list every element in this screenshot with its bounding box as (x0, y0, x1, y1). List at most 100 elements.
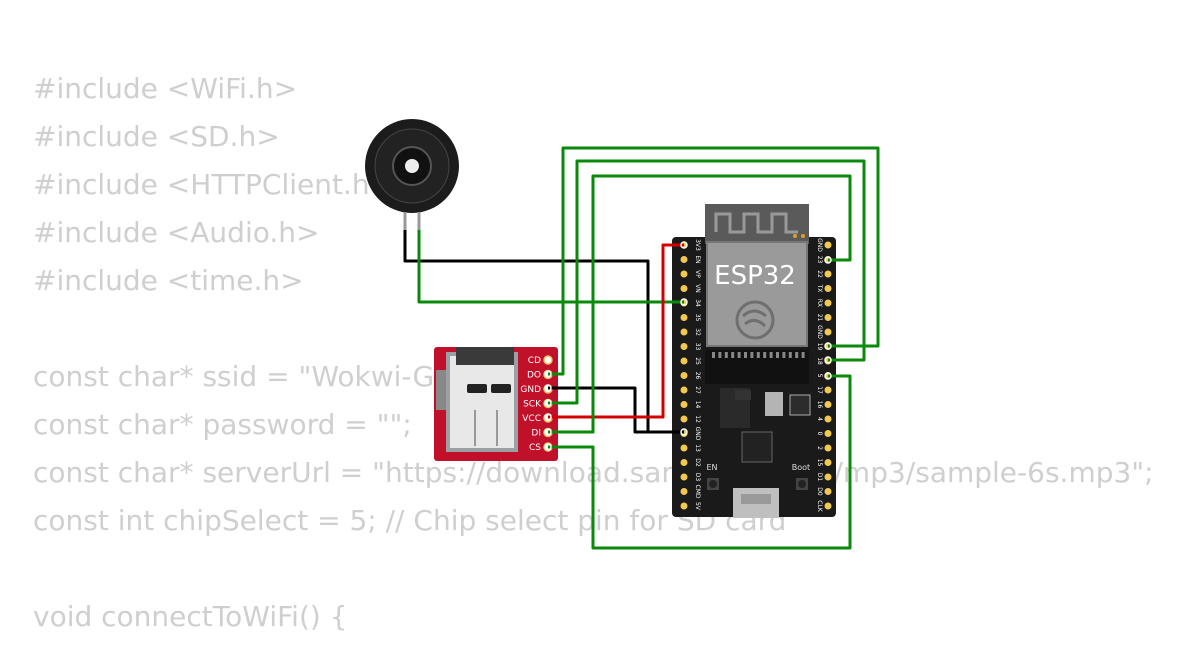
esp32-pin-left[interactable] (680, 372, 688, 379)
code-line: #include <HTTPClient.h> (33, 168, 394, 201)
wire-endpoint (824, 256, 832, 264)
esp32-pin-label: 5V (694, 502, 701, 511)
esp32-pin-label: VP (694, 270, 701, 278)
esp32-pin-right[interactable] (824, 328, 832, 336)
esp32-pin-label: 12 (694, 415, 701, 423)
esp32-pin-label: D2 (694, 458, 701, 467)
esp32-pin-right[interactable] (824, 459, 832, 466)
esp32-pin-right[interactable] (824, 473, 832, 481)
sd-pin-label: VCC (522, 414, 541, 424)
esp32-pin-right[interactable] (824, 488, 832, 495)
sd-pin-label: CS (529, 443, 541, 453)
esp32-pin-left[interactable] (680, 314, 688, 321)
esp32-pin-left[interactable] (680, 488, 688, 495)
esp32-pin-right[interactable] (824, 285, 832, 292)
esp32-pin-label: 17 (816, 386, 823, 394)
wire-endpoint (680, 428, 688, 436)
esp32-pin-label: EN (694, 255, 701, 263)
esp32-pin-label: D3 (694, 473, 701, 482)
esp32-pin-left[interactable] (680, 270, 688, 278)
code-line: const char* password = ""; (33, 408, 412, 441)
esp32-pin-left[interactable] (680, 357, 688, 365)
esp32-pin-label: 21 (816, 314, 823, 322)
esp32-pin-label: 15 (816, 459, 823, 467)
sd-pin[interactable] (543, 355, 553, 365)
esp32-pin-left[interactable] (680, 328, 688, 336)
esp32-pin-right[interactable] (824, 444, 832, 452)
buzzer[interactable] (365, 119, 459, 232)
esp32-pin-right[interactable] (824, 401, 832, 408)
esp32-pin-right[interactable] (824, 502, 832, 510)
esp32-pin-label: 27 (694, 386, 701, 394)
esp32-pin-label: GND (816, 238, 823, 252)
esp32-pin-right[interactable] (824, 386, 832, 394)
esp32-pin-left[interactable] (680, 473, 688, 481)
espressif-logo-icon (735, 300, 775, 340)
sd-pin-label: SCK (523, 400, 542, 410)
wire-endpoint (544, 370, 552, 378)
code-line: #include <WiFi.h> (33, 72, 298, 105)
esp32-pin-right[interactable] (824, 299, 832, 307)
wire-endpoint (544, 413, 552, 421)
code-editor-text: #include <WiFi.h> #include <SD.h> #include… (33, 70, 1154, 646)
esp32-pin-right[interactable] (824, 270, 832, 278)
esp32-pin-label: 14 (694, 401, 701, 409)
esp32-pin-label: TX (816, 284, 823, 293)
code-line: #include <Audio.h> (33, 216, 320, 249)
wire-endpoint (824, 356, 832, 364)
sd-pin-label: DO (527, 371, 541, 381)
wire-endpoint (544, 399, 552, 407)
esp32-pin-right[interactable] (824, 241, 832, 249)
esp32-pin-label: 16 (816, 401, 823, 409)
esp32-pin-left[interactable] (680, 502, 688, 510)
esp32-pin-left[interactable] (680, 256, 688, 263)
wire-sd-cs (548, 374, 852, 550)
esp32-pin-label: D1 (816, 473, 823, 482)
wire-endpoint (680, 298, 688, 306)
esp32-pin-label: CMD (694, 485, 701, 499)
esp32-pin-label: D0 (816, 487, 823, 496)
esp32-pin-right[interactable] (824, 415, 832, 423)
esp32-pins: 3V3ENVPVN343532332526271412GND13D2D3CMD5… (680, 238, 832, 513)
sd-pin-label: DI (531, 429, 541, 439)
esp32-pin-label: VN (694, 284, 701, 293)
esp32-chip-label: ESP32 (714, 261, 796, 291)
esp32-pin-label: GND (816, 325, 823, 339)
wire-buzzer-signal (417, 230, 684, 304)
esp32-pin-left[interactable] (680, 386, 688, 394)
esp32-pin-right[interactable] (824, 314, 832, 321)
en-button-label: EN (706, 463, 717, 472)
code-line: #include <SD.h> (33, 120, 280, 153)
wire-sd-do (548, 146, 880, 376)
code-line: const int chipSelect = 5; // Chip select… (33, 504, 787, 537)
sd-card-module[interactable]: CD DO GND SCK VCC DI CS (434, 347, 558, 461)
esp32-pin-label: 4 (816, 417, 823, 421)
wire-endpoint (824, 372, 832, 380)
esp32-pin-label: 0 (816, 432, 823, 436)
esp32-pin-label: 35 (694, 314, 701, 322)
esp32-pin-left[interactable] (680, 444, 688, 452)
esp32-pin-label: 5 (816, 374, 823, 378)
sd-pin-label: GND (520, 385, 541, 395)
esp32-pin-label: 34 (694, 299, 701, 307)
esp32-pin-label: 13 (694, 444, 701, 452)
sd-pin-label: CD (528, 356, 541, 366)
esp32-pin-label: CLK (816, 500, 823, 513)
esp32-pin-left[interactable] (680, 459, 688, 466)
wire-endpoint (544, 443, 552, 451)
esp32-pin-left[interactable] (680, 401, 688, 408)
esp32-pin-right[interactable] (824, 430, 832, 437)
esp32-pin-label: 18 (816, 357, 823, 365)
code-line: #include <time.h> (33, 264, 304, 297)
esp32-pin-label: RX (816, 299, 823, 307)
esp32-pin-label: 32 (694, 328, 701, 336)
esp32-pin-label: 33 (694, 343, 701, 351)
esp32-pin-left[interactable] (680, 285, 688, 292)
wire-endpoint (680, 241, 688, 249)
wire-endpoint (544, 428, 552, 436)
esp32-pin-left[interactable] (680, 415, 688, 423)
esp32-pin-label: 3V3 (694, 239, 701, 251)
esp32-board[interactable]: ESP32 EN Boot 3V3ENVPVN34353233252627141… (672, 204, 836, 518)
esp32-pin-left[interactable] (680, 343, 688, 350)
